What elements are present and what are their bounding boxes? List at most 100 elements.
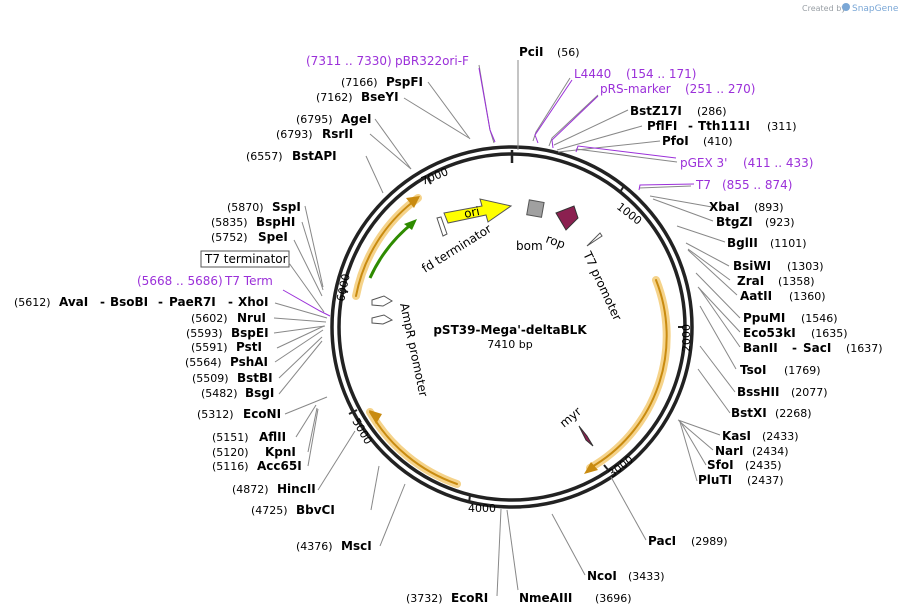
primer-prs-marker-pos: (251 .. 270) bbox=[685, 82, 755, 96]
site-tth111i[interactable]: Tth111I bbox=[698, 119, 750, 133]
site-psti[interactable]: PstI bbox=[236, 340, 262, 354]
site-bspei[interactable]: BspEI bbox=[231, 326, 269, 340]
bom-feature[interactable] bbox=[526, 199, 545, 218]
snapgene-brand-text: SnapGene bbox=[852, 4, 899, 14]
site-xbai-pos: (893) bbox=[754, 201, 784, 214]
site-banii-sep: - bbox=[792, 341, 797, 355]
site-tth111i-pos: (311) bbox=[767, 120, 797, 133]
site-btgzi-pos: (923) bbox=[765, 216, 795, 229]
site-kpni[interactable]: KpnI bbox=[265, 445, 296, 459]
site-bsphi-pos: (5835) bbox=[211, 216, 248, 229]
primer-t7-pos: (855 .. 874) bbox=[722, 178, 792, 192]
site-ncoi[interactable]: NcoI bbox=[587, 569, 617, 583]
site-pspfi[interactable]: PspFI bbox=[386, 75, 423, 89]
site-nmeaiii[interactable]: NmeAIII bbox=[519, 591, 572, 605]
site-bstapi[interactable]: BstAPI bbox=[292, 149, 337, 163]
site-bstxi[interactable]: BstXI bbox=[731, 406, 767, 420]
site-kasi[interactable]: KasI bbox=[722, 429, 751, 443]
site-nrui[interactable]: NruI bbox=[237, 311, 266, 325]
site-aatii[interactable]: AatII bbox=[740, 289, 772, 303]
site-ppumi-pos: (1546) bbox=[801, 312, 838, 325]
site-paci[interactable]: PacI bbox=[648, 534, 676, 548]
site-bsshii[interactable]: BssHII bbox=[737, 385, 779, 399]
site-acc65i[interactable]: Acc65I bbox=[257, 459, 302, 473]
scale-ticks bbox=[339, 176, 686, 504]
site-pshai-pos: (5564) bbox=[185, 356, 222, 369]
fd-terminator-feature bbox=[436, 216, 448, 237]
plasmid-size: 7410 bp bbox=[487, 338, 532, 351]
site-nari[interactable]: NarI bbox=[715, 444, 744, 458]
primer-t7[interactable]: T7 bbox=[695, 178, 711, 192]
site-paer7i-sep: - bbox=[228, 295, 233, 309]
site-pluti-pos: (2437) bbox=[747, 474, 784, 487]
ori-feature[interactable] bbox=[443, 198, 513, 224]
site-btgzi[interactable]: BtgZI bbox=[716, 215, 753, 229]
site-pshai[interactable]: PshAI bbox=[230, 355, 268, 369]
site-kasi-pos: (2433) bbox=[762, 430, 799, 443]
site-bseyi[interactable]: BseYI bbox=[361, 90, 399, 104]
created-by-text: Created by bbox=[802, 4, 846, 13]
site-bstbi[interactable]: BstBI bbox=[237, 371, 273, 385]
site-pluti[interactable]: PluTI bbox=[698, 473, 732, 487]
site-hincii[interactable]: HincII bbox=[277, 482, 316, 496]
tick-2000: 2000 bbox=[680, 324, 693, 352]
site-pcii[interactable]: PciI bbox=[519, 45, 544, 59]
primer-t7-term[interactable]: T7 Term bbox=[224, 274, 273, 288]
site-xbai[interactable]: XbaI bbox=[709, 200, 739, 214]
snapgene-logo-icon bbox=[842, 3, 850, 11]
site-econi-pos: (5312) bbox=[197, 408, 234, 421]
site-bstz17i-pos: (286) bbox=[697, 105, 727, 118]
site-bsphi[interactable]: BspHI bbox=[256, 215, 295, 229]
site-bstbi-pos: (5509) bbox=[192, 372, 229, 385]
site-paci-pos: (2989) bbox=[691, 535, 728, 548]
site-avai-sep: - bbox=[100, 295, 105, 309]
site-bbvci-pos: (4725) bbox=[251, 504, 288, 517]
t7-terminator-label: T7 terminator bbox=[204, 252, 288, 266]
site-pfoi-pos: (410) bbox=[703, 135, 733, 148]
leader-lines bbox=[273, 60, 741, 597]
site-bsgi[interactable]: BsgI bbox=[245, 386, 274, 400]
site-ppumi[interactable]: PpuMI bbox=[743, 311, 785, 325]
site-ecori[interactable]: EcoRI bbox=[451, 591, 488, 605]
primer-t7-term-pos: (5668 .. 5686) bbox=[137, 274, 223, 288]
site-bstz17i[interactable]: BstZ17I bbox=[630, 104, 682, 118]
site-bglii[interactable]: BglII bbox=[727, 236, 758, 250]
site-pcii-pos: (56) bbox=[557, 46, 580, 59]
site-msci[interactable]: MscI bbox=[341, 539, 372, 553]
site-rsrii-pos: (6793) bbox=[276, 128, 313, 141]
site-rsrii[interactable]: RsrII bbox=[322, 127, 353, 141]
site-bsgi-pos: (5482) bbox=[201, 387, 238, 400]
primer-pbr322ori-f[interactable]: pBR322ori-F bbox=[395, 54, 469, 68]
rop-feature[interactable] bbox=[555, 205, 579, 231]
site-tsoi[interactable]: TsoI bbox=[740, 363, 766, 377]
primer-prs-marker[interactable]: pRS-marker bbox=[600, 82, 671, 96]
site-aflii[interactable]: AflII bbox=[259, 430, 286, 444]
site-banii[interactable]: BanII bbox=[743, 341, 778, 355]
site-bbvci[interactable]: BbvCI bbox=[296, 503, 335, 517]
site-paer7i[interactable]: PaeR7I bbox=[169, 295, 216, 309]
site-nari-pos: (2434) bbox=[752, 445, 789, 458]
site-eco53ki[interactable]: Eco53kI bbox=[743, 326, 796, 340]
t7-promoter-arrow bbox=[586, 232, 603, 247]
site-spei[interactable]: SpeI bbox=[258, 230, 288, 244]
site-avai-pos: (5612) bbox=[14, 296, 51, 309]
site-bsiwi[interactable]: BsiWI bbox=[733, 259, 771, 273]
site-hincii-pos: (4872) bbox=[232, 483, 269, 496]
site-sfoi[interactable]: SfoI bbox=[707, 458, 734, 472]
site-agei[interactable]: AgeI bbox=[341, 112, 371, 126]
site-saci[interactable]: SacI bbox=[803, 341, 831, 355]
site-psti-pos: (5591) bbox=[191, 341, 228, 354]
site-econi[interactable]: EcoNI bbox=[243, 407, 281, 421]
site-ecori-pos: (3732) bbox=[406, 592, 443, 605]
site-pfoi[interactable]: PfoI bbox=[662, 134, 689, 148]
primer-pgex3[interactable]: pGEX 3' bbox=[680, 156, 727, 170]
site-pflfi-sep: - bbox=[688, 119, 693, 133]
site-bsobi[interactable]: BsoBI bbox=[110, 295, 148, 309]
primer-l4440[interactable]: L4440 bbox=[574, 67, 611, 81]
site-zrai[interactable]: ZraI bbox=[737, 274, 764, 288]
site-sspi[interactable]: SspI bbox=[272, 200, 301, 214]
t7-promoter-label: T7 promoter bbox=[580, 248, 625, 322]
site-avai[interactable]: AvaI bbox=[59, 295, 88, 309]
site-xhoi[interactable]: XhoI bbox=[238, 295, 269, 309]
site-pflfi[interactable]: PflFI bbox=[647, 119, 677, 133]
